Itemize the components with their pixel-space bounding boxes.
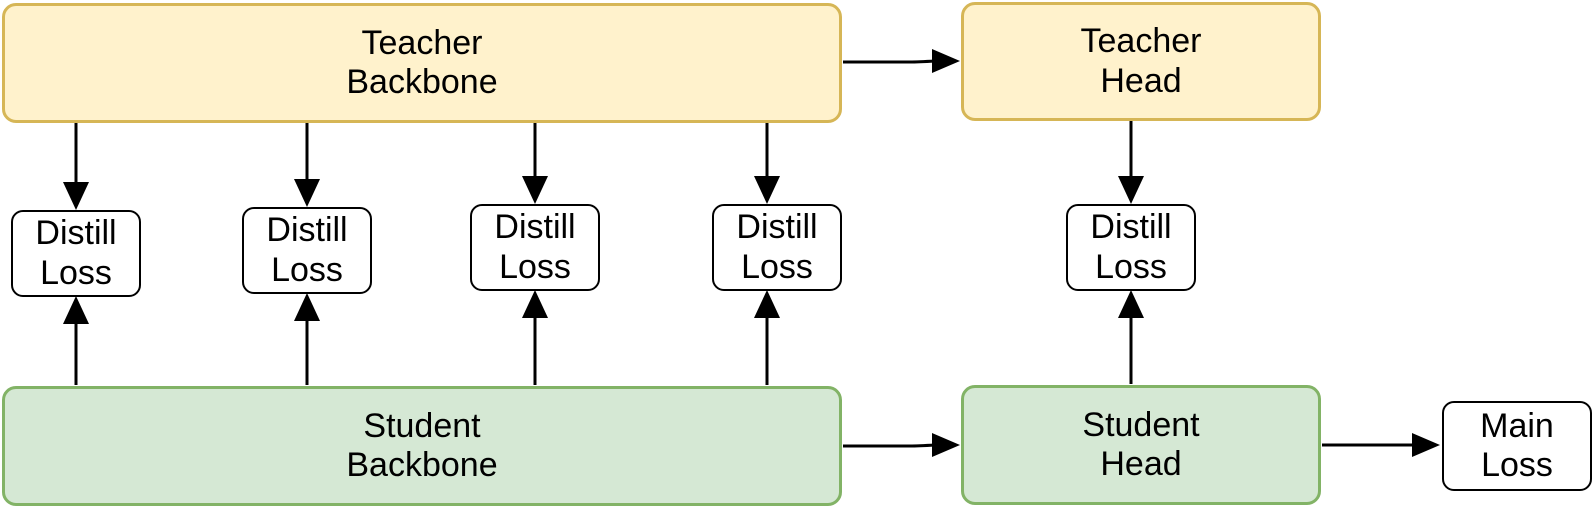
arrow-student-head-to-main-loss — [1322, 433, 1440, 457]
arrow-student-to-distill-3 — [522, 290, 548, 385]
student-head-line1: Student — [1082, 405, 1200, 444]
distill-loss-3-line2: Loss — [499, 247, 571, 286]
student-backbone-line1: Student — [363, 406, 481, 445]
arrow-teacher-to-distill-1 — [63, 122, 89, 210]
teacher-backbone-line2: Backbone — [346, 63, 498, 101]
distill-loss-4-line1: Distill — [736, 208, 818, 247]
arrow-student-to-distill-1 — [63, 296, 89, 385]
distill-loss-2-line1: Distill — [266, 211, 348, 250]
arrow-student-to-distill-4 — [754, 290, 780, 385]
teacher-head-line2: Head — [1100, 61, 1182, 100]
student-head-box: Student Head — [961, 385, 1321, 505]
student-backbone-box: Student Backbone — [2, 386, 842, 506]
teacher-backbone-line1: Teacher — [361, 23, 483, 62]
arrow-student-head-to-distill-5 — [1118, 290, 1144, 384]
main-loss-line2: Loss — [1481, 446, 1553, 484]
arrow-student-backbone-to-head — [843, 433, 960, 457]
arrow-teacher-to-distill-4 — [754, 122, 780, 204]
teacher-head-box: Teacher Head — [961, 2, 1321, 121]
distill-loss-box-1: Distill Loss — [11, 210, 141, 297]
main-loss-box: Main Loss — [1442, 401, 1592, 491]
distill-loss-box-2: Distill Loss — [242, 207, 372, 294]
arrow-teacher-to-distill-3 — [522, 122, 548, 204]
arrow-teacher-head-to-distill-5 — [1118, 120, 1144, 204]
main-loss-line1: Main — [1480, 406, 1554, 445]
distill-loss-1-line2: Loss — [40, 253, 112, 292]
distill-loss-5-line1: Distill — [1090, 208, 1172, 247]
distill-loss-1-line1: Distill — [35, 214, 117, 253]
distill-loss-2-line2: Loss — [271, 250, 343, 289]
distill-loss-3-line1: Distill — [494, 208, 576, 247]
distill-loss-box-4: Distill Loss — [712, 204, 842, 291]
student-backbone-line2: Backbone — [346, 446, 498, 484]
arrow-teacher-to-distill-2 — [294, 122, 320, 207]
student-head-line2: Head — [1100, 445, 1182, 483]
arrow-student-to-distill-2 — [294, 293, 320, 385]
arrow-teacher-backbone-to-head — [843, 49, 960, 73]
teacher-backbone-box: Teacher Backbone — [2, 3, 842, 123]
distill-loss-5-line2: Loss — [1095, 247, 1167, 286]
teacher-head-line1: Teacher — [1080, 22, 1202, 61]
distill-loss-box-5: Distill Loss — [1066, 204, 1196, 291]
distill-loss-box-3: Distill Loss — [470, 204, 600, 291]
distill-loss-4-line2: Loss — [741, 247, 813, 286]
